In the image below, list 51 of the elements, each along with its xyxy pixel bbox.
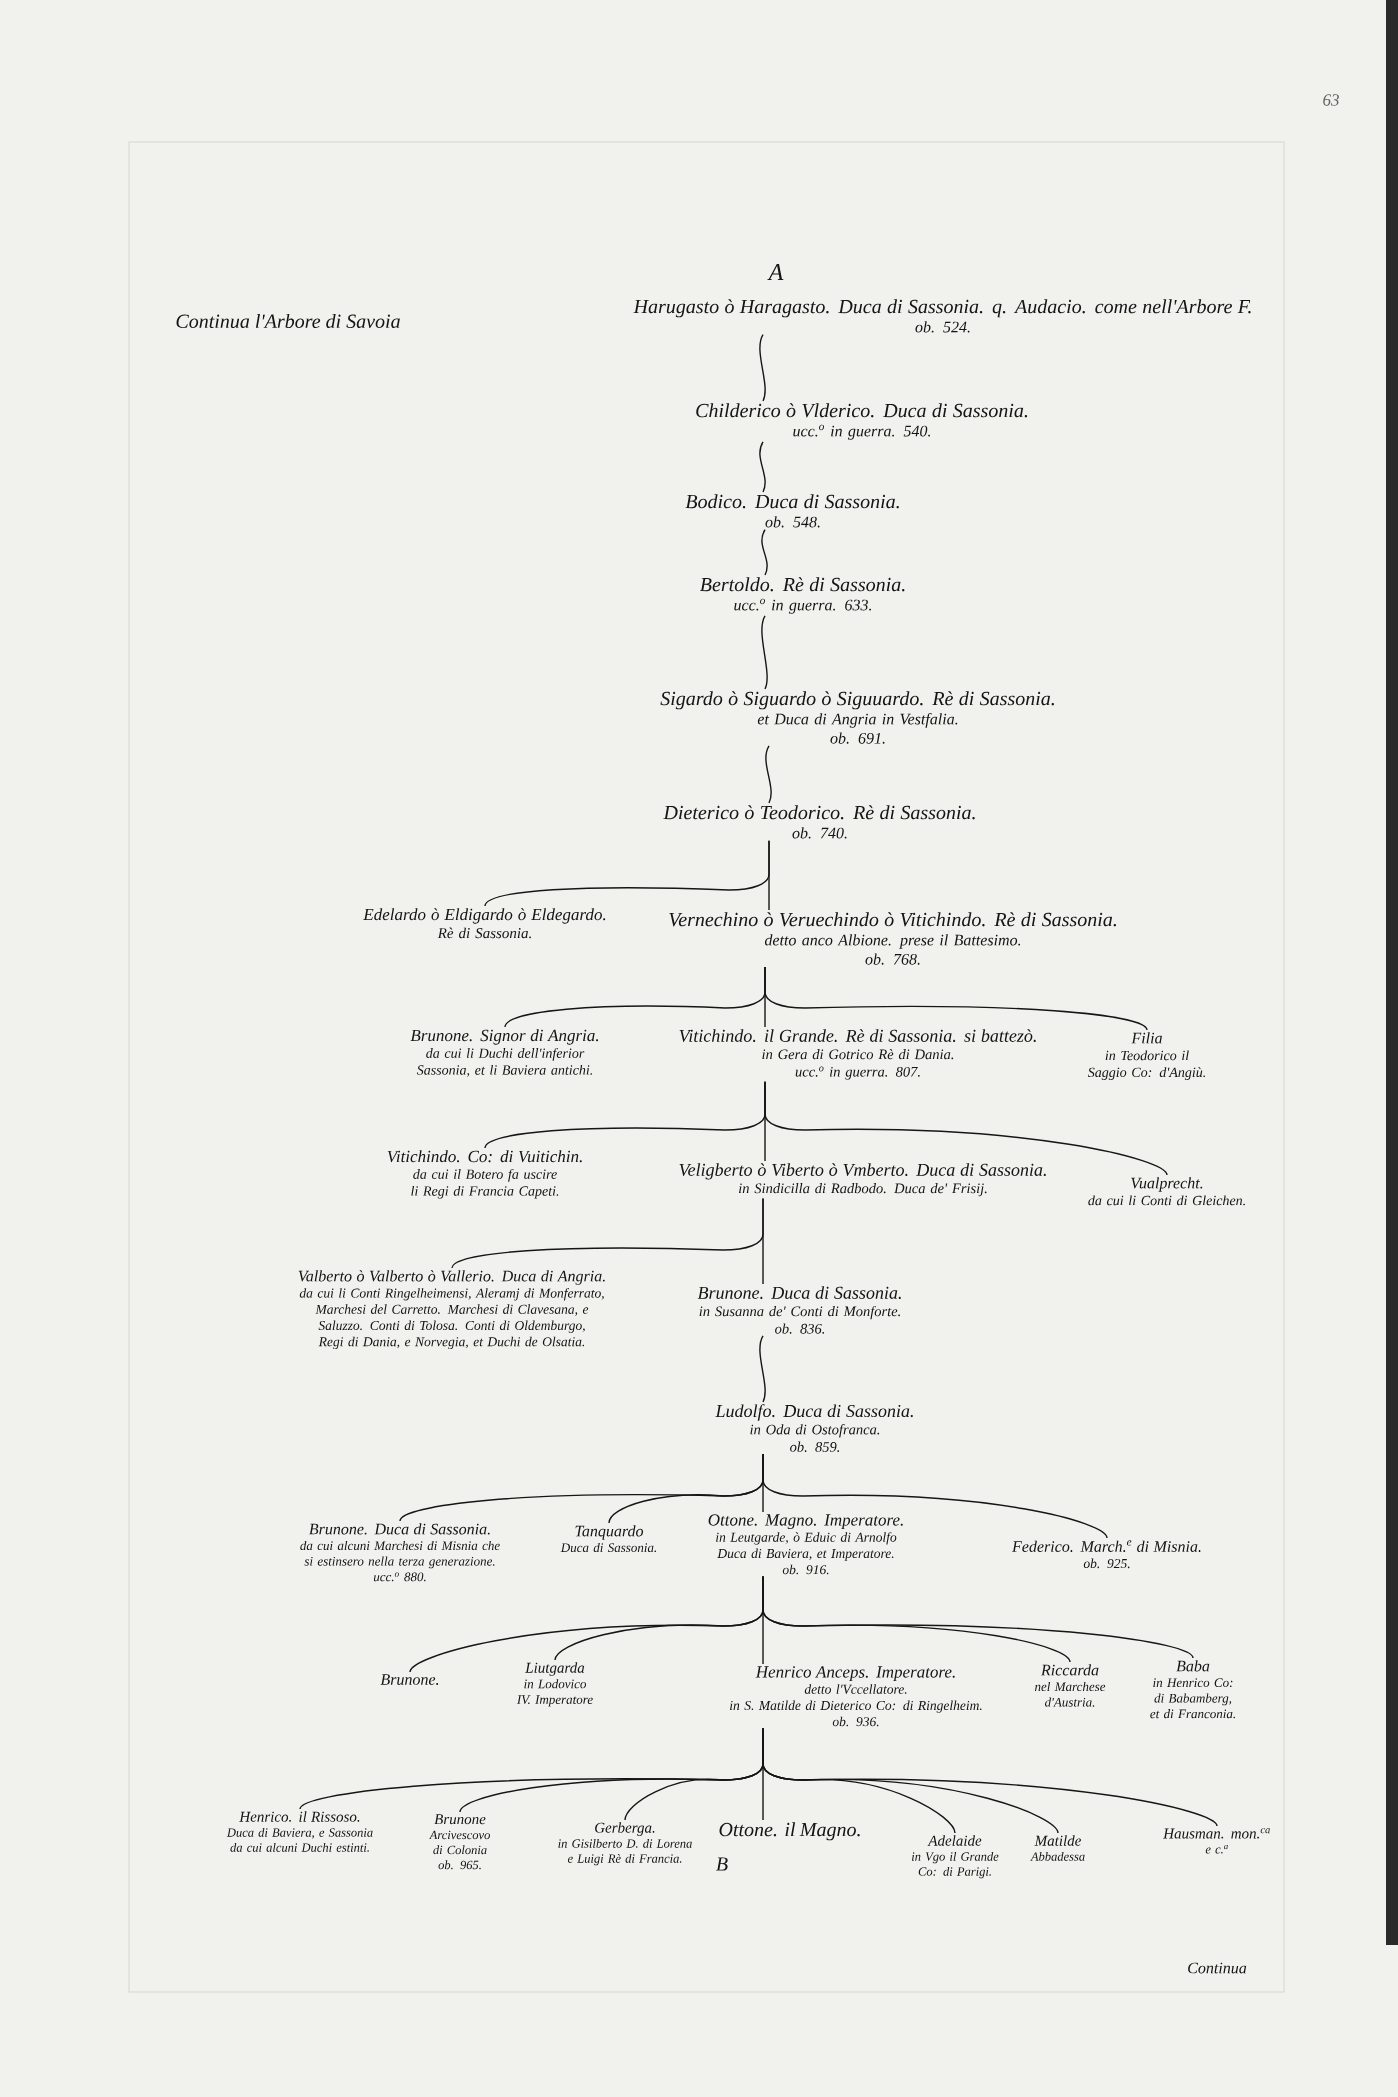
brace-line	[761, 529, 768, 576]
genealogy-entry: Ottone. il Magno.	[719, 1822, 860, 1841]
genealogy-entry: Tanquardo Duca di Sassonia.	[560, 1525, 657, 1553]
genealogy-entry: Vualprecht. da cui li Conti di Gleichen.	[1088, 1177, 1245, 1206]
genealogy-entry: Riccarda nel Marchese d'Austria.	[1035, 1664, 1106, 1707]
brace-line	[759, 334, 766, 402]
brace-line	[762, 1575, 1194, 1659]
genealogy-entry: Brunone. Signor di Angria. da cui li Duchi dell'inferior Sassonia, et li Baviera antichi.	[410, 1029, 599, 1077]
heading-note: Continua l'Arbore di Savoia	[176, 313, 400, 329]
genealogy-entry: Baba in Henrico Co: di Babamberg, et di Franconia.	[1150, 1660, 1235, 1719]
genealogy-entry: Liutgarda in Lodovico IV. Imperatore	[516, 1662, 593, 1707]
genealogy-entry: Brunone. Duca di Sassonia. da cui alcuni Marchesi di Misnia che si estinsero nella terza generazione. ucc.$^{o}$ 880.	[300, 1523, 500, 1582]
brace-line	[761, 615, 768, 690]
genealogy-entry: Adelaide in Vgo il Grande Co: di Parigi.	[911, 1835, 999, 1879]
genealogy-entry: Brunone. Duca di Sassonia. in Susanna de' Conti di Monforte. ob. 836.	[697, 1286, 901, 1334]
genealogy-entry: Vitichindo. Co: di Vuitichin. da cui il Botero fa uscire li Regi di Francia Capeti.	[387, 1150, 582, 1199]
page-number: 63	[1323, 94, 1339, 106]
brace-line	[764, 966, 1148, 1031]
brace-line	[762, 1453, 1108, 1539]
genealogy-entry: Dieterico ò Teodorico. Rè di Sassonia. ob. 740.	[663, 805, 975, 839]
genealogy-entry: Harugasto ò Haragasto. Duca di Sassonia. q. Audacio. come nell'Arbore F. ob. 524.	[633, 299, 1251, 333]
genealogy-entry: Hausman. mon.$^{ca}$ e c.$^{a}$	[1163, 1828, 1270, 1854]
genealogy-entry: Veligberto ò Viberto ò Vmberto. Duca di Sassonia. in Sindicilla di Radbodo. Duca de' Frisij.	[679, 1163, 1046, 1197]
reference-letter: A	[767, 264, 784, 280]
genealogy-entry: Filia in Teodorico il Saggio Co: d'Angiù.	[1087, 1032, 1205, 1080]
genealogy-entry: Bodico. Duca di Sassonia. ob. 548.	[685, 494, 899, 528]
genealogy-entry: Henrico. il Rissoso. Duca di Baviera, e Sassonia da cui alcuni Duchi estinti.	[226, 1811, 373, 1852]
brace-line	[759, 1335, 766, 1403]
brace-line	[762, 1727, 1218, 1827]
brace-line	[762, 1197, 764, 1285]
genealogy-entry: Gerberga. in Gisilberto D. di Lorena e Luigi Rè di Francia.	[558, 1822, 692, 1866]
genealogy-entry: Edelardo ò Eldigardo ò Eldegardo. Rè di Sassonia.	[363, 908, 606, 939]
brace-line	[764, 1081, 1168, 1176]
genealogy-entry: Henrico Anceps. Imperatore. detto l'Vccellatore. in S. Matilde di Dieterico Co: di Ringelheim. ob. 936.	[730, 1666, 982, 1727]
genealogy-entry: Brunone.	[380, 1674, 439, 1685]
genealogy-entry: Ottone. Magno. Imperatore. in Leutgarde, ò Eduic di Arnolfo Duca di Baviera, et Imperatore. ob. 916.	[708, 1514, 903, 1575]
genealogy-entry: Vernechino ò Veruechindo ò Vitichindo. Rè di Sassonia. detto anco Albione. prese il Battesimo. ob. 768.	[669, 912, 1116, 965]
genealogy-entry: Ludolfo. Duca di Sassonia. in Oda di Ostofranca. ob. 859.	[715, 1404, 913, 1452]
genealogy-entry: Bertoldo. Rè di Sassonia. ucc.$^{o}$ in guerra. 633.	[700, 577, 905, 614]
genealogy-entry: Valberto ò Valberto ò Vallerio. Duca di Angria. da cui li Conti Ringelheimensi, Aleramj di Monferrato, Marchesi del Carretto. Marchesi di Clavesana, e Saluzzo. Conti di Tolosa. Conti di Oldemburgo, Regi di Dania, e Norvegia, et Duchi de Olsatia.	[298, 1270, 605, 1349]
continuation-note: Continua	[1188, 1962, 1247, 1974]
genealogy-entry: Childerico ò Vlderico. Duca di Sassonia. ucc.$^{o}$ in guerra. 540.	[696, 403, 1028, 440]
brace-line	[759, 441, 766, 493]
genealogy-entry: Federico. March.$^{e}$ di Misnia. ob. 925.	[1011, 1540, 1201, 1569]
genealogy-entry: Sigardo ò Siguardo ò Siguuardo. Rè di Sassonia. et Duca di Angria in Vestfalia. ob. 691.	[660, 691, 1054, 744]
brace-line	[765, 745, 772, 804]
brace-line	[768, 840, 770, 911]
genealogy-entry: Brunone Arcivescovo di Colonia ob. 965.	[429, 1814, 490, 1870]
genealogy-entry: Matilde Abbadessa	[1030, 1835, 1085, 1861]
genealogy-entry: Vitichindo. il Grande. Rè di Sassonia. si battezò. in Gera di Gotrico Rè di Dania. ucc.$^{o}$ in guerra. 807.	[679, 1029, 1036, 1080]
reference-letter: B	[716, 1857, 728, 1871]
